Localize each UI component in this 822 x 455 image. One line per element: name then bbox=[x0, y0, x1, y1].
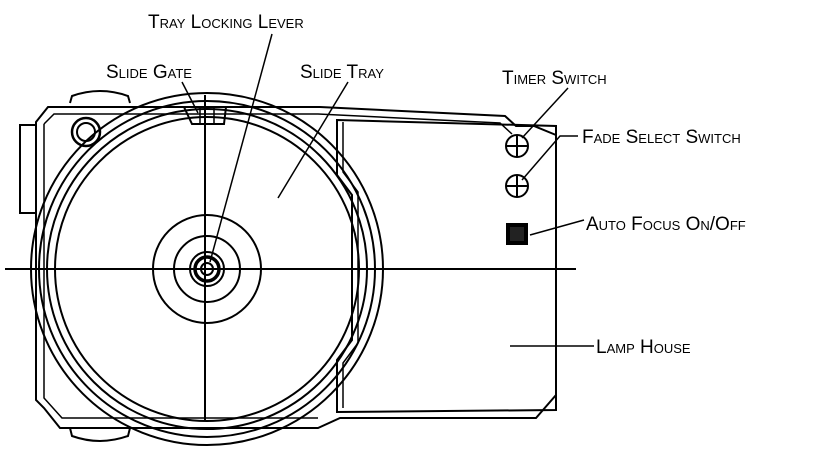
auto-focus-inner bbox=[510, 227, 524, 241]
leader-timer-switch bbox=[521, 87, 569, 139]
leader-slide-tray bbox=[277, 81, 349, 199]
slide-gate-notch bbox=[183, 106, 227, 125]
leader-lines bbox=[181, 33, 594, 347]
leader-tray-locking-lever bbox=[209, 33, 273, 263]
leader-slide-gate bbox=[181, 81, 199, 114]
label-slide-tray: Slide Tray bbox=[300, 62, 384, 83]
leader-fade-select bbox=[521, 135, 578, 181]
timer-switch bbox=[505, 134, 529, 158]
top-button-inner bbox=[76, 122, 96, 142]
fade-select-switch bbox=[505, 174, 529, 198]
lamp-house-panel bbox=[336, 118, 557, 414]
label-slide-gate: Slide Gate bbox=[106, 62, 192, 83]
top-button-outer bbox=[70, 116, 102, 148]
label-lamp-house: Lamp House bbox=[596, 337, 691, 358]
label-fade-select-switch: Fade Select Switch bbox=[582, 127, 741, 148]
top-bump bbox=[69, 90, 131, 104]
body-outline bbox=[35, 106, 557, 429]
bottom-bump bbox=[69, 427, 131, 442]
label-auto-focus: Auto Focus On/Off bbox=[586, 214, 746, 235]
body-inner-top bbox=[43, 113, 513, 135]
side-handle bbox=[19, 124, 37, 214]
label-timer-switch: Timer Switch bbox=[502, 68, 607, 89]
leader-auto-focus bbox=[529, 219, 585, 236]
body-inner-left bbox=[43, 124, 318, 419]
auto-focus-switch bbox=[506, 223, 528, 245]
label-tray-locking-lever: Tray Locking Lever bbox=[148, 12, 304, 33]
